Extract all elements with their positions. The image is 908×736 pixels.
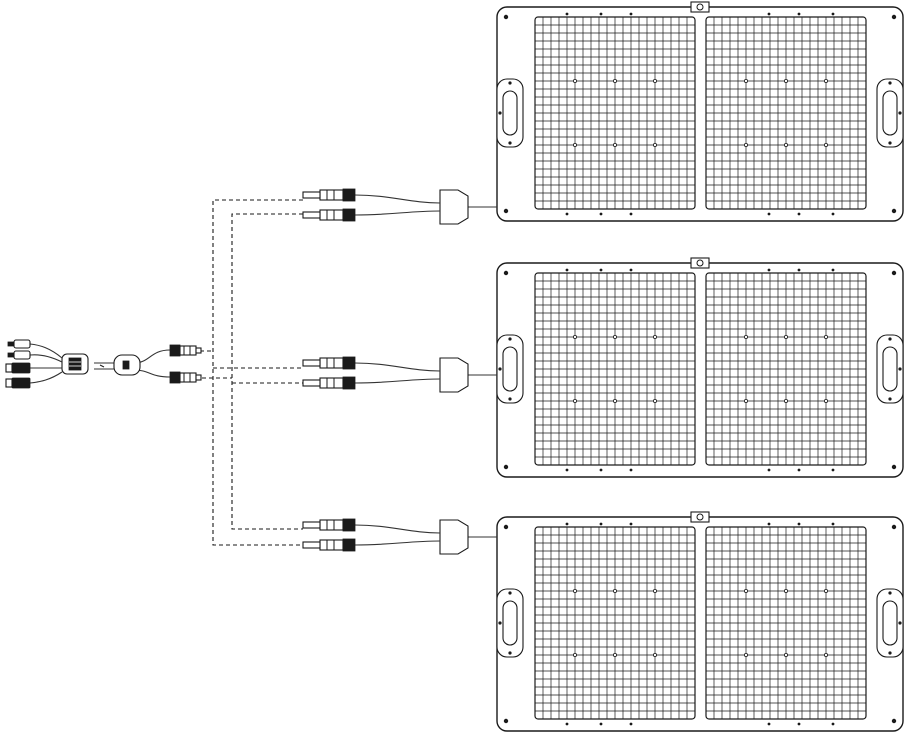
mc4-connector-negative	[302, 538, 356, 552]
mc4-connector-positive	[302, 356, 356, 370]
input-plug-1	[7, 339, 31, 349]
solar-panel-2	[496, 257, 904, 478]
junction-box	[439, 189, 469, 225]
mc4-connector-negative	[302, 208, 356, 222]
solar-panel-3	[496, 511, 904, 732]
panel-lead-2	[302, 356, 497, 393]
adapter-mc4-positive	[169, 344, 202, 357]
solar-panels	[496, 1, 904, 732]
mc4-connector-positive	[302, 518, 356, 532]
panel-lead-1	[302, 188, 497, 225]
input-plug-2	[7, 350, 31, 360]
solar-panel-1	[496, 1, 904, 222]
input-plug-3	[5, 362, 31, 374]
mc4-connector-positive	[302, 188, 356, 202]
junction-box	[439, 519, 469, 555]
junction-box	[439, 357, 469, 393]
dashed-connection-lines	[200, 199, 303, 546]
panel-lead-3	[302, 518, 497, 555]
adapter-mc4-negative	[169, 371, 202, 384]
input-plug-4	[5, 377, 31, 389]
panel-output-leads	[302, 188, 497, 555]
mc4-connector-negative	[302, 376, 356, 390]
adapter-cable	[5, 339, 202, 389]
